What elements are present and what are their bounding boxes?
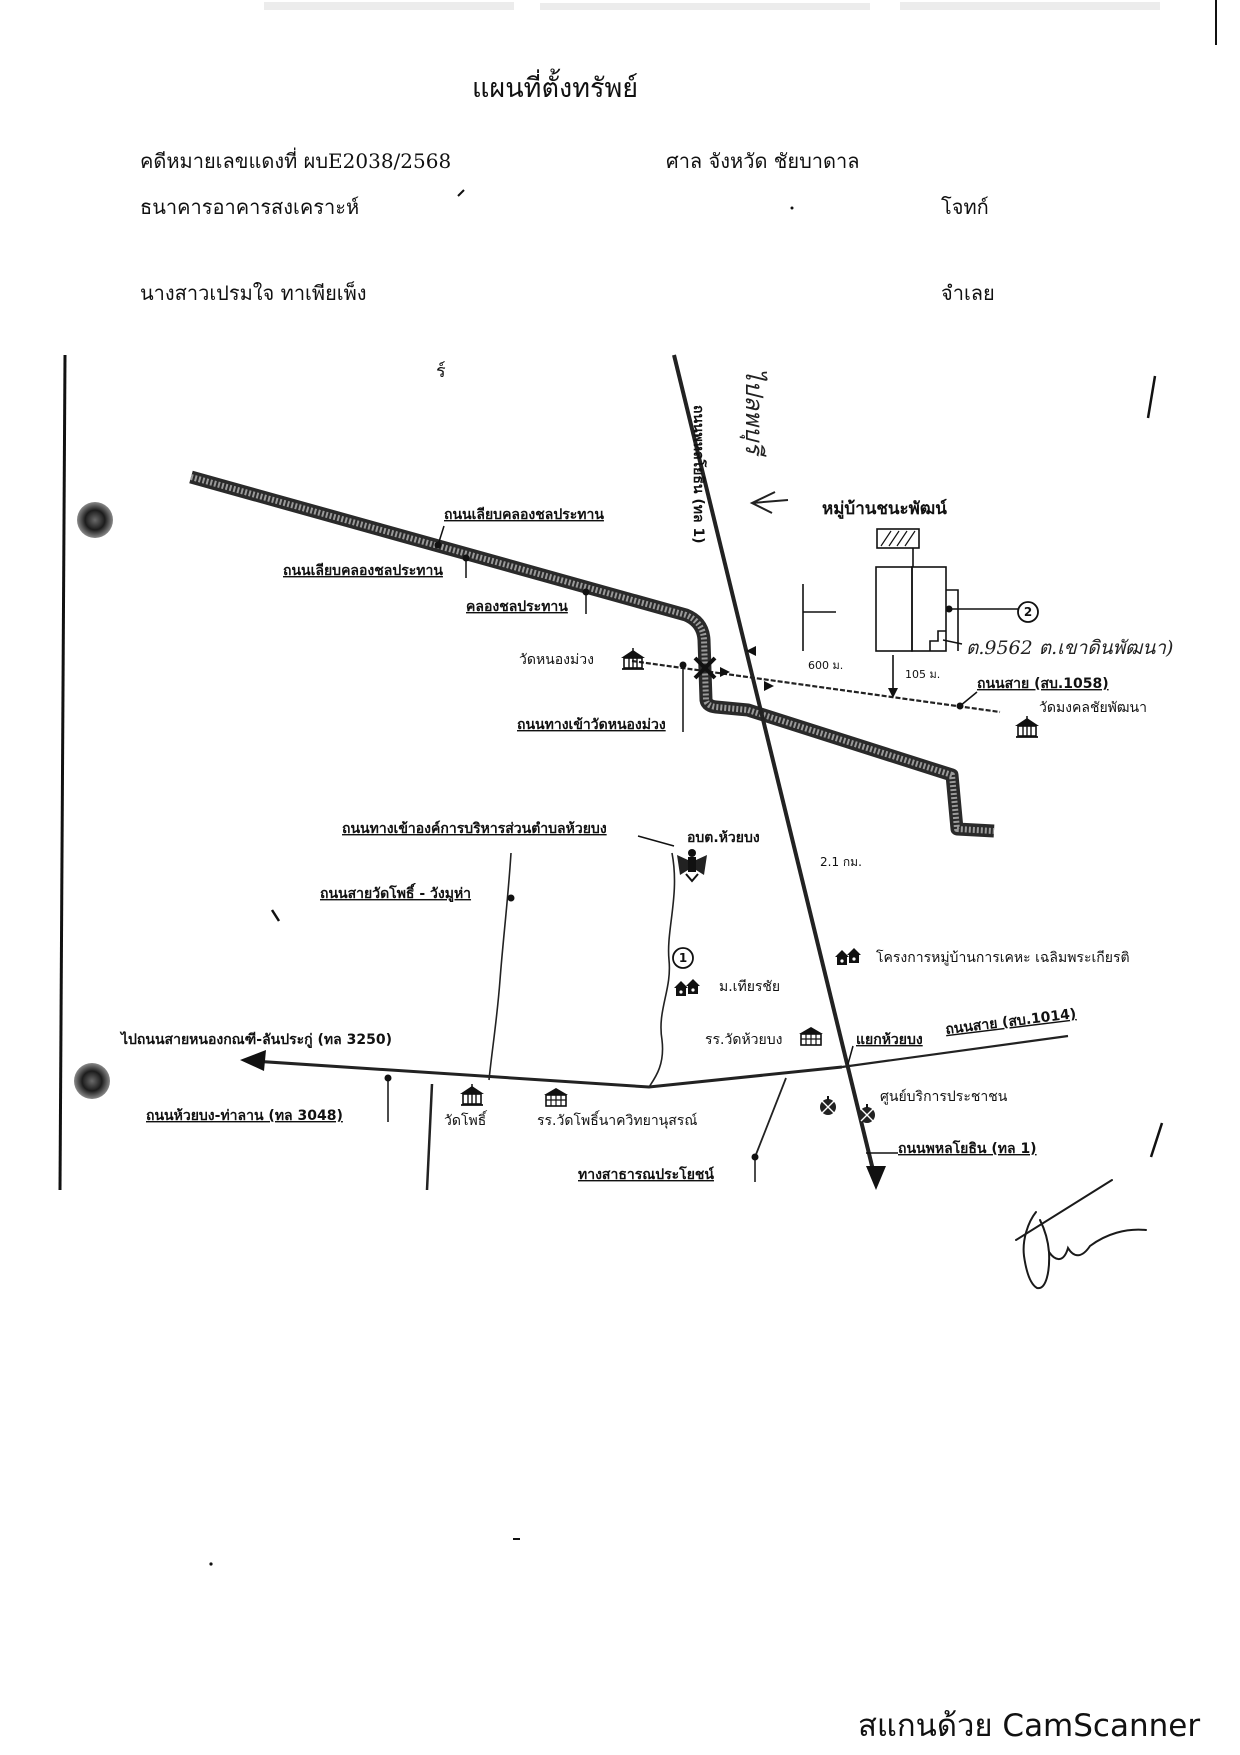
label-wat-pho-school: รร.วัดโพธิ์นาควิทยานุสรณ์: [537, 1110, 697, 1129]
label-distance-2-1km: 2.1 กม.: [820, 855, 862, 869]
to-lopburi-note: ไปลพบุรี: [739, 368, 768, 457]
label-phahonyothin-top: ถนนพหลโยธิน (ทล 1): [690, 405, 708, 544]
highway-route-1: [672, 354, 875, 1171]
highway-arrow-down: [866, 1166, 886, 1190]
road-sb1058: [631, 659, 1001, 714]
village-plot-diagram: [802, 539, 959, 692]
label-sao: อบต.ห้วยบง: [687, 830, 760, 846]
road-sao-access: [648, 852, 676, 1088]
plaintiff-name: ธนาคารอาคารสงเคราะห์: [140, 195, 360, 219]
label-sao-road: ถนนทางเข้าองค์การบริหารส่วนตำบลห้วยบง: [342, 820, 607, 837]
label-road-sb1058: ถนนสาย (สบ.1058): [977, 676, 1109, 692]
stray-mark: [270, 909, 281, 922]
school-icon: [798, 1026, 824, 1046]
school-icon: [543, 1087, 569, 1107]
hole-punch-bottom: [74, 1063, 110, 1099]
label-wat-huai-bong-school: รร.วัดห้วยบง: [705, 1032, 782, 1048]
hole-punch-top: [77, 502, 113, 538]
leader-lines: [387, 525, 1018, 1182]
top-mark: ร์: [436, 361, 446, 382]
label-route-3048: ถนนห้วยบง-ท่าลาน (ทล 3048): [146, 1108, 343, 1124]
label-wat-nong-muang: วัดหนองม่วง: [519, 652, 594, 668]
pen-mark-bottom-right: [1149, 1122, 1164, 1158]
stray-dot: [209, 1562, 213, 1566]
label-village: หมู่บ้านชนะพัฒน์: [822, 498, 947, 520]
label-road-sb1014: ถนนสาย (สบ.1014): [945, 1006, 1078, 1038]
case-number: คดีหมายเลขแดงที่ ผบE2038/2568: [140, 149, 452, 173]
court-name: ศาล จังหวัด ชัยบาดาล: [666, 149, 860, 173]
defendant-name: นางสาวเปรมใจ ทาเพียเพ็ง: [140, 281, 367, 305]
label-to-route-3250: ไปถนนสายหนองกณฑี-ลันประกู่ (ทล 3250): [119, 1030, 392, 1048]
marker-2-number: 2: [1024, 605, 1032, 619]
houses-icon: [835, 948, 861, 965]
road-arrow-west: [240, 1050, 266, 1071]
camscanner-watermark: สแกนด้วย CamScanner: [858, 1708, 1201, 1744]
road-route-3048: [252, 1059, 843, 1089]
label-distance-600: 600 ม.: [808, 659, 843, 672]
label-service-center: ศูนย์บริการประชาชน: [880, 1088, 1008, 1105]
label-huai-bong-junction: แยกห้วยบง: [856, 1032, 923, 1048]
service-center-icon: [858, 1103, 876, 1124]
label-wat-pho: วัดโพธิ์: [444, 1110, 488, 1129]
handwritten-arrow: [749, 491, 789, 514]
marker-2: 2: [1017, 601, 1039, 623]
canal-road: [189, 470, 995, 838]
road-direction-arrows: [720, 646, 774, 691]
plaintiff-role: โจทก์: [941, 195, 989, 219]
label-canal-road-2: ถนนเลียบคลองชลประทาน: [283, 563, 443, 579]
label-phahonyothin-bottom: ถนนพหลโยธิน (ทล 1): [898, 1139, 1037, 1157]
label-housing-project: โครงการหมู่บ้านการเคหะ เฉลิมพระเกียรติ: [876, 949, 1130, 966]
label-thianchai-village: ม.เทียรชัย: [719, 979, 780, 995]
intersection-cross-mark: [693, 656, 717, 680]
defendant-role: จำเลย: [941, 281, 995, 305]
label-distance-105: 105 ม.: [905, 668, 940, 681]
houses-icon: [674, 979, 700, 996]
road-wat-pho-wang: [488, 852, 512, 1081]
bleed-through-marks: [264, 2, 1160, 10]
garuda-emblem-icon: [677, 849, 707, 883]
temple-icon: [1014, 716, 1040, 738]
road-public-way: [754, 1077, 787, 1158]
map-left-border: [58, 354, 67, 1191]
marker-1-number: 1: [679, 951, 687, 965]
temple-icon: [620, 648, 646, 670]
service-center-icon: [819, 1095, 837, 1116]
document-title: แผนที่ตั้งทรัพย์: [472, 73, 639, 104]
village-icon: [876, 528, 920, 549]
label-public-way: ทางสาธารณประโยชน์: [578, 1165, 714, 1183]
label-canal-road-1: ถนนเลียบคลองชลประทาน: [444, 507, 604, 523]
label-wat-mongkol: วัดมงคลชัยพัฒนา: [1039, 700, 1147, 716]
label-wat-nong-muang-road: ถนนทางเข้าวัดหนองม่วง: [517, 717, 666, 733]
signature: [1015, 1179, 1147, 1290]
marker-1: 1: [672, 947, 694, 969]
road-sb1014: [841, 1034, 1069, 1069]
parcel-note: ต.9562 ต.เขาดินพัฒนา): [966, 637, 1173, 659]
label-canal: คลองชลประทาน: [466, 599, 568, 615]
temple-icon: [459, 1084, 485, 1106]
stray-mark: [457, 189, 465, 197]
distance-105-arrow: [888, 688, 898, 698]
leader-dots: [384, 541, 964, 1161]
pen-mark-top-right: [1146, 375, 1157, 419]
label-wat-pho-road: ถนนสายวัดโพธิ์ - วังมูห่า: [320, 882, 471, 902]
stray-dot: [790, 206, 794, 210]
road-south-wat-pho: [425, 1083, 434, 1191]
